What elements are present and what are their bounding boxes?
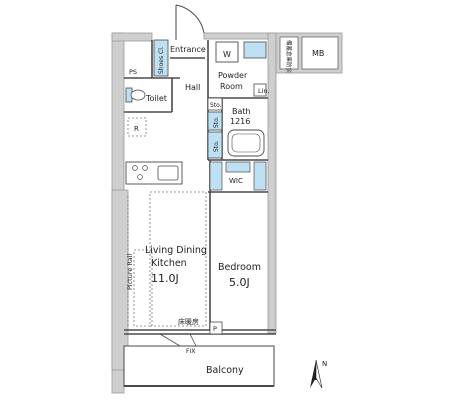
mb-room — [301, 36, 339, 70]
label-ldk-2: Kitchen — [151, 258, 187, 269]
refrigerator-space — [127, 117, 147, 137]
label-sto-1: Sto. — [210, 102, 222, 109]
wic-shelf-right — [253, 161, 267, 191]
label-washer: W — [223, 50, 231, 59]
balcony — [123, 345, 275, 387]
shoes-closet — [153, 39, 169, 77]
label-refrigerator: R — [134, 125, 139, 133]
stove-burner-3 — [137, 174, 143, 180]
label-fire-storage: 備蓄倉庫防災 — [285, 40, 293, 74]
stove-burner-2 — [142, 165, 148, 171]
label-north: N — [322, 360, 327, 368]
label-wic: WIC — [229, 177, 243, 185]
label-ldk-1: Living Dining — [145, 245, 207, 256]
label-fix: FIX — [186, 348, 195, 355]
sto-box-3 — [207, 131, 223, 159]
label-mb: MB — [312, 49, 324, 58]
north-arrow-icon — [310, 359, 323, 389]
floor-heating-area — [149, 191, 207, 327]
sto-box-2 — [207, 111, 223, 131]
p-box — [209, 321, 223, 335]
label-sto-2: Sto. — [213, 116, 220, 128]
floor-heating-area-2 — [133, 249, 153, 327]
label-balcony: Balcony — [206, 365, 244, 376]
label-bedroom-size: 5.0J — [229, 276, 250, 289]
label-powder: Powder — [218, 71, 248, 80]
label-hall: Hall — [185, 83, 200, 92]
label-picture-rail: Picture Rail — [126, 253, 134, 290]
sto-box-1 — [207, 97, 223, 111]
wic-shelf-left — [209, 161, 223, 191]
label-toilet: Toilet — [145, 94, 167, 103]
label-bedroom: Bedroom — [218, 262, 261, 273]
label-sto-3: Sto. — [213, 140, 220, 152]
label-entrance: Entrance — [170, 45, 206, 54]
label-bath-size: 1216 — [230, 117, 250, 126]
wall-right — [267, 32, 277, 334]
label-shoes: Shoes Cl. — [158, 46, 165, 74]
label-floor-heating: 床暖房 — [178, 317, 199, 326]
entrance-door — [175, 4, 205, 40]
label-powder-room: Room — [220, 82, 243, 91]
powder-sink — [243, 41, 267, 59]
wall-top-left — [111, 32, 153, 42]
label-ldk-size: 11.0J — [151, 272, 179, 285]
stove-burner-1 — [132, 165, 138, 171]
bathtub-inner — [231, 133, 261, 153]
fire-storage-room — [279, 36, 299, 70]
washer-pan — [215, 41, 239, 63]
label-bath: Bath — [232, 107, 251, 116]
label-ps: PS — [129, 68, 137, 76]
balcony-door-swing — [159, 333, 197, 347]
linen-box — [253, 83, 267, 97]
toilet-bowl — [130, 89, 146, 101]
wic-shelf-top — [225, 161, 251, 173]
label-p: P — [213, 325, 217, 333]
label-linen: Lin. — [258, 87, 270, 95]
kitchen-sink — [157, 165, 179, 181]
wall-top-right — [203, 32, 275, 40]
